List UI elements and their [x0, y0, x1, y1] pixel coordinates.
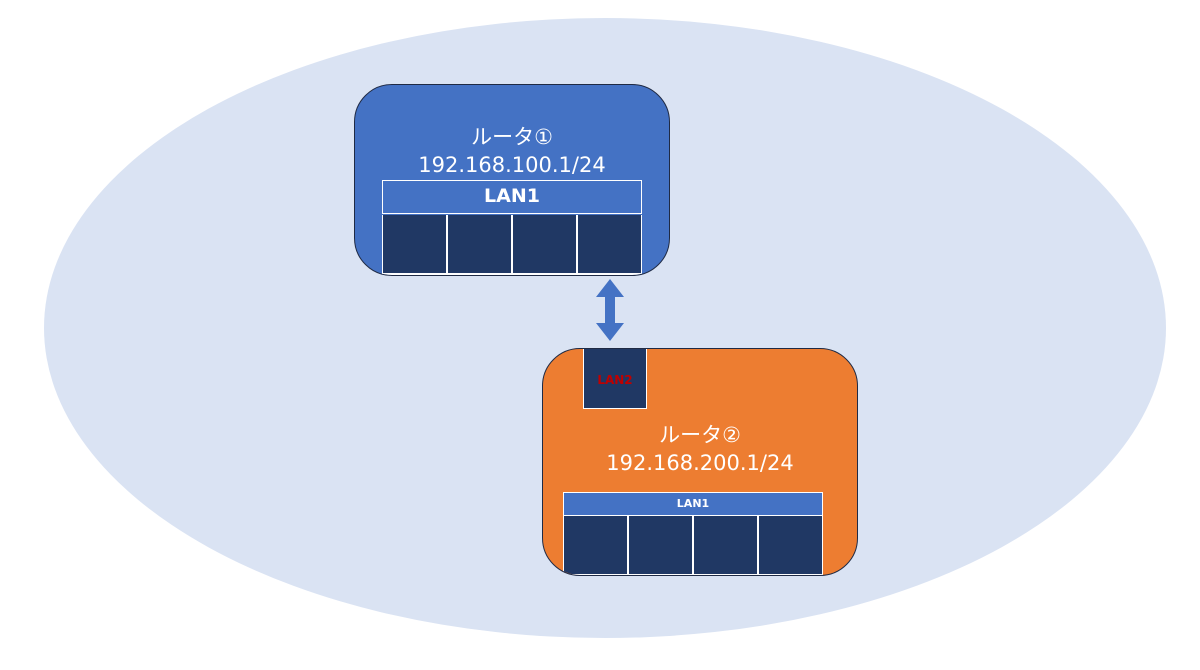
router-2-port-2 [628, 516, 693, 575]
router-2-ip: 192.168.200.1/24 [606, 451, 794, 475]
router-1-lan1-bar: LAN1 [382, 180, 642, 214]
router-2-name: ルータ② [659, 423, 741, 447]
router-1-port-2 [447, 215, 512, 275]
router-1-ip: 192.168.100.1/24 [418, 153, 606, 177]
router-1-lan-ports [382, 215, 642, 275]
link-arrow-icon [596, 279, 624, 341]
router-2-lan-ports [563, 516, 823, 575]
router-1-port-4 [577, 215, 642, 275]
router-2-port-3 [693, 516, 758, 575]
router-1: ルータ① 192.168.100.1/24 LAN1 [354, 84, 670, 276]
router-1-port-3 [512, 215, 577, 275]
router-2-port-4 [758, 516, 823, 575]
router-1-name: ルータ① [471, 125, 553, 149]
router-2-lan2-port: LAN2 [583, 349, 647, 409]
router-2: LAN2 ルータ② 192.168.200.1/24 LAN1 [542, 348, 858, 576]
router-2-port-1 [563, 516, 628, 575]
router-1-port-1 [382, 215, 447, 275]
router-2-lan1-bar: LAN1 [563, 492, 823, 516]
